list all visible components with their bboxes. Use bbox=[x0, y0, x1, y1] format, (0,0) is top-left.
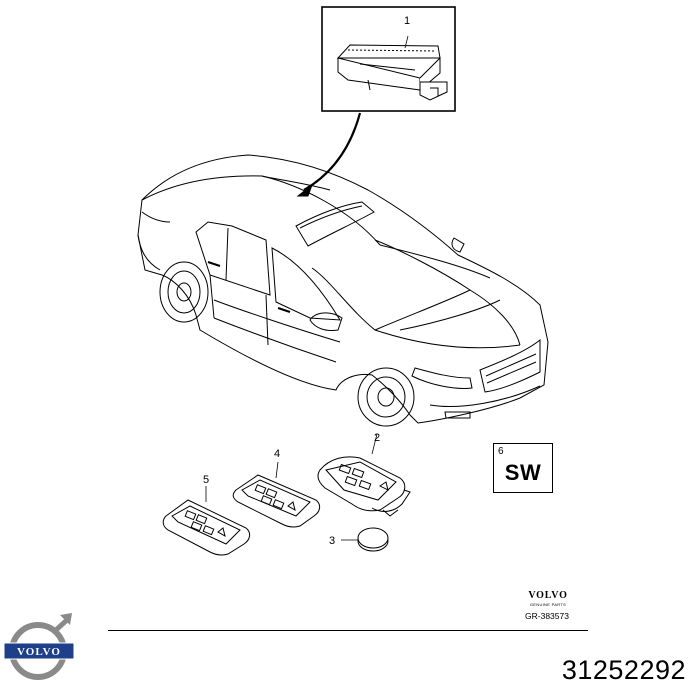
battery-part-3 bbox=[341, 527, 389, 552]
callout-2: 2 bbox=[374, 432, 381, 444]
part-number: 31252292 bbox=[561, 655, 686, 685]
software-label: SW bbox=[504, 460, 542, 485]
callout-5: 5 bbox=[203, 474, 210, 486]
callout-6: 6 bbox=[498, 446, 504, 457]
svg-text:VOLVO: VOLVO bbox=[17, 646, 61, 658]
car-wheels bbox=[159, 237, 465, 427]
volvo-logo-icon: VOLVO bbox=[3, 613, 75, 680]
key-fob-part-4 bbox=[232, 461, 321, 528]
software-box: 6 SW bbox=[493, 443, 553, 493]
callout-4: 4 bbox=[274, 448, 281, 460]
key-fob-part-2 bbox=[317, 433, 411, 517]
module-part-1 bbox=[336, 35, 448, 101]
diagram-reference: GR-383573 bbox=[525, 611, 569, 621]
callout-3: 3 bbox=[329, 535, 336, 547]
callout-1: 1 bbox=[404, 15, 411, 27]
pointer-arrow bbox=[296, 112, 362, 197]
brand-tagline: GENUINE PARTS bbox=[529, 602, 567, 607]
brand-name: VOLVO bbox=[528, 590, 568, 601]
key-fob-part-5 bbox=[162, 486, 251, 556]
car-body bbox=[137, 154, 549, 424]
divider-line bbox=[108, 630, 588, 631]
